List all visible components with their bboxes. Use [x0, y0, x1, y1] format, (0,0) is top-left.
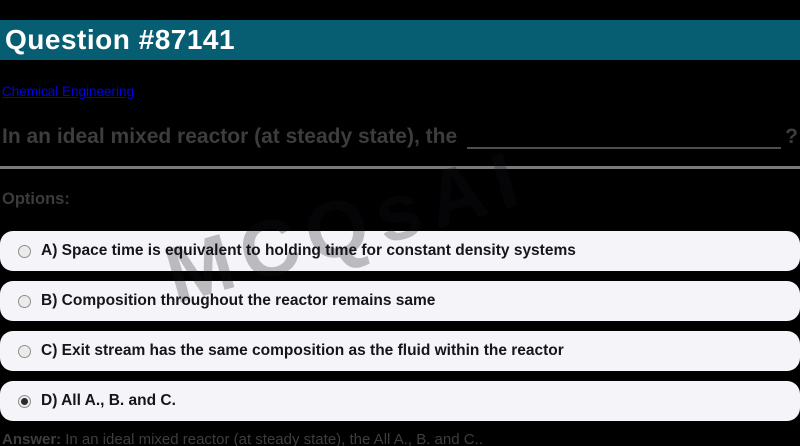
radio-dot	[21, 397, 28, 405]
answer-line: Answer:In an ideal mixed reactor (at ste…	[2, 431, 800, 446]
top-strip	[0, 0, 800, 20]
option-label: C) Exit stream has the same composition …	[41, 342, 564, 359]
options-list: A) Space time is equivalent to holding t…	[0, 231, 800, 421]
question-title: Question #87141	[5, 24, 236, 55]
radio-button[interactable]	[18, 294, 31, 308]
answer-label: Answer:	[2, 431, 62, 446]
radio-button[interactable]	[18, 344, 31, 358]
option-label: A) Space time is equivalent to holding t…	[41, 242, 576, 259]
divider-line	[0, 166, 800, 169]
question-header: Question #87141	[0, 20, 800, 60]
question-text-body: In an ideal mixed reactor (at steady sta…	[2, 125, 458, 148]
answer-text: In an ideal mixed reactor (at steady sta…	[65, 431, 483, 446]
option-label: D) All A., B. and C.	[41, 392, 176, 409]
category-link[interactable]: Chemical Engineering	[2, 84, 135, 99]
option-row[interactable]: C) Exit stream has the same composition …	[0, 331, 800, 371]
radio-button[interactable]	[18, 244, 31, 258]
option-row[interactable]: D) All A., B. and C.	[0, 381, 800, 421]
options-label: Options:	[2, 190, 70, 208]
option-row[interactable]: B) Composition throughout the reactor re…	[0, 281, 800, 321]
option-row[interactable]: A) Space time is equivalent to holding t…	[0, 231, 800, 271]
option-label: B) Composition throughout the reactor re…	[41, 292, 436, 309]
question-text: In an ideal mixed reactor (at steady sta…	[2, 125, 798, 149]
question-mark: ?	[785, 125, 798, 148]
question-blank-line	[467, 126, 782, 149]
radio-button[interactable]	[18, 394, 31, 408]
